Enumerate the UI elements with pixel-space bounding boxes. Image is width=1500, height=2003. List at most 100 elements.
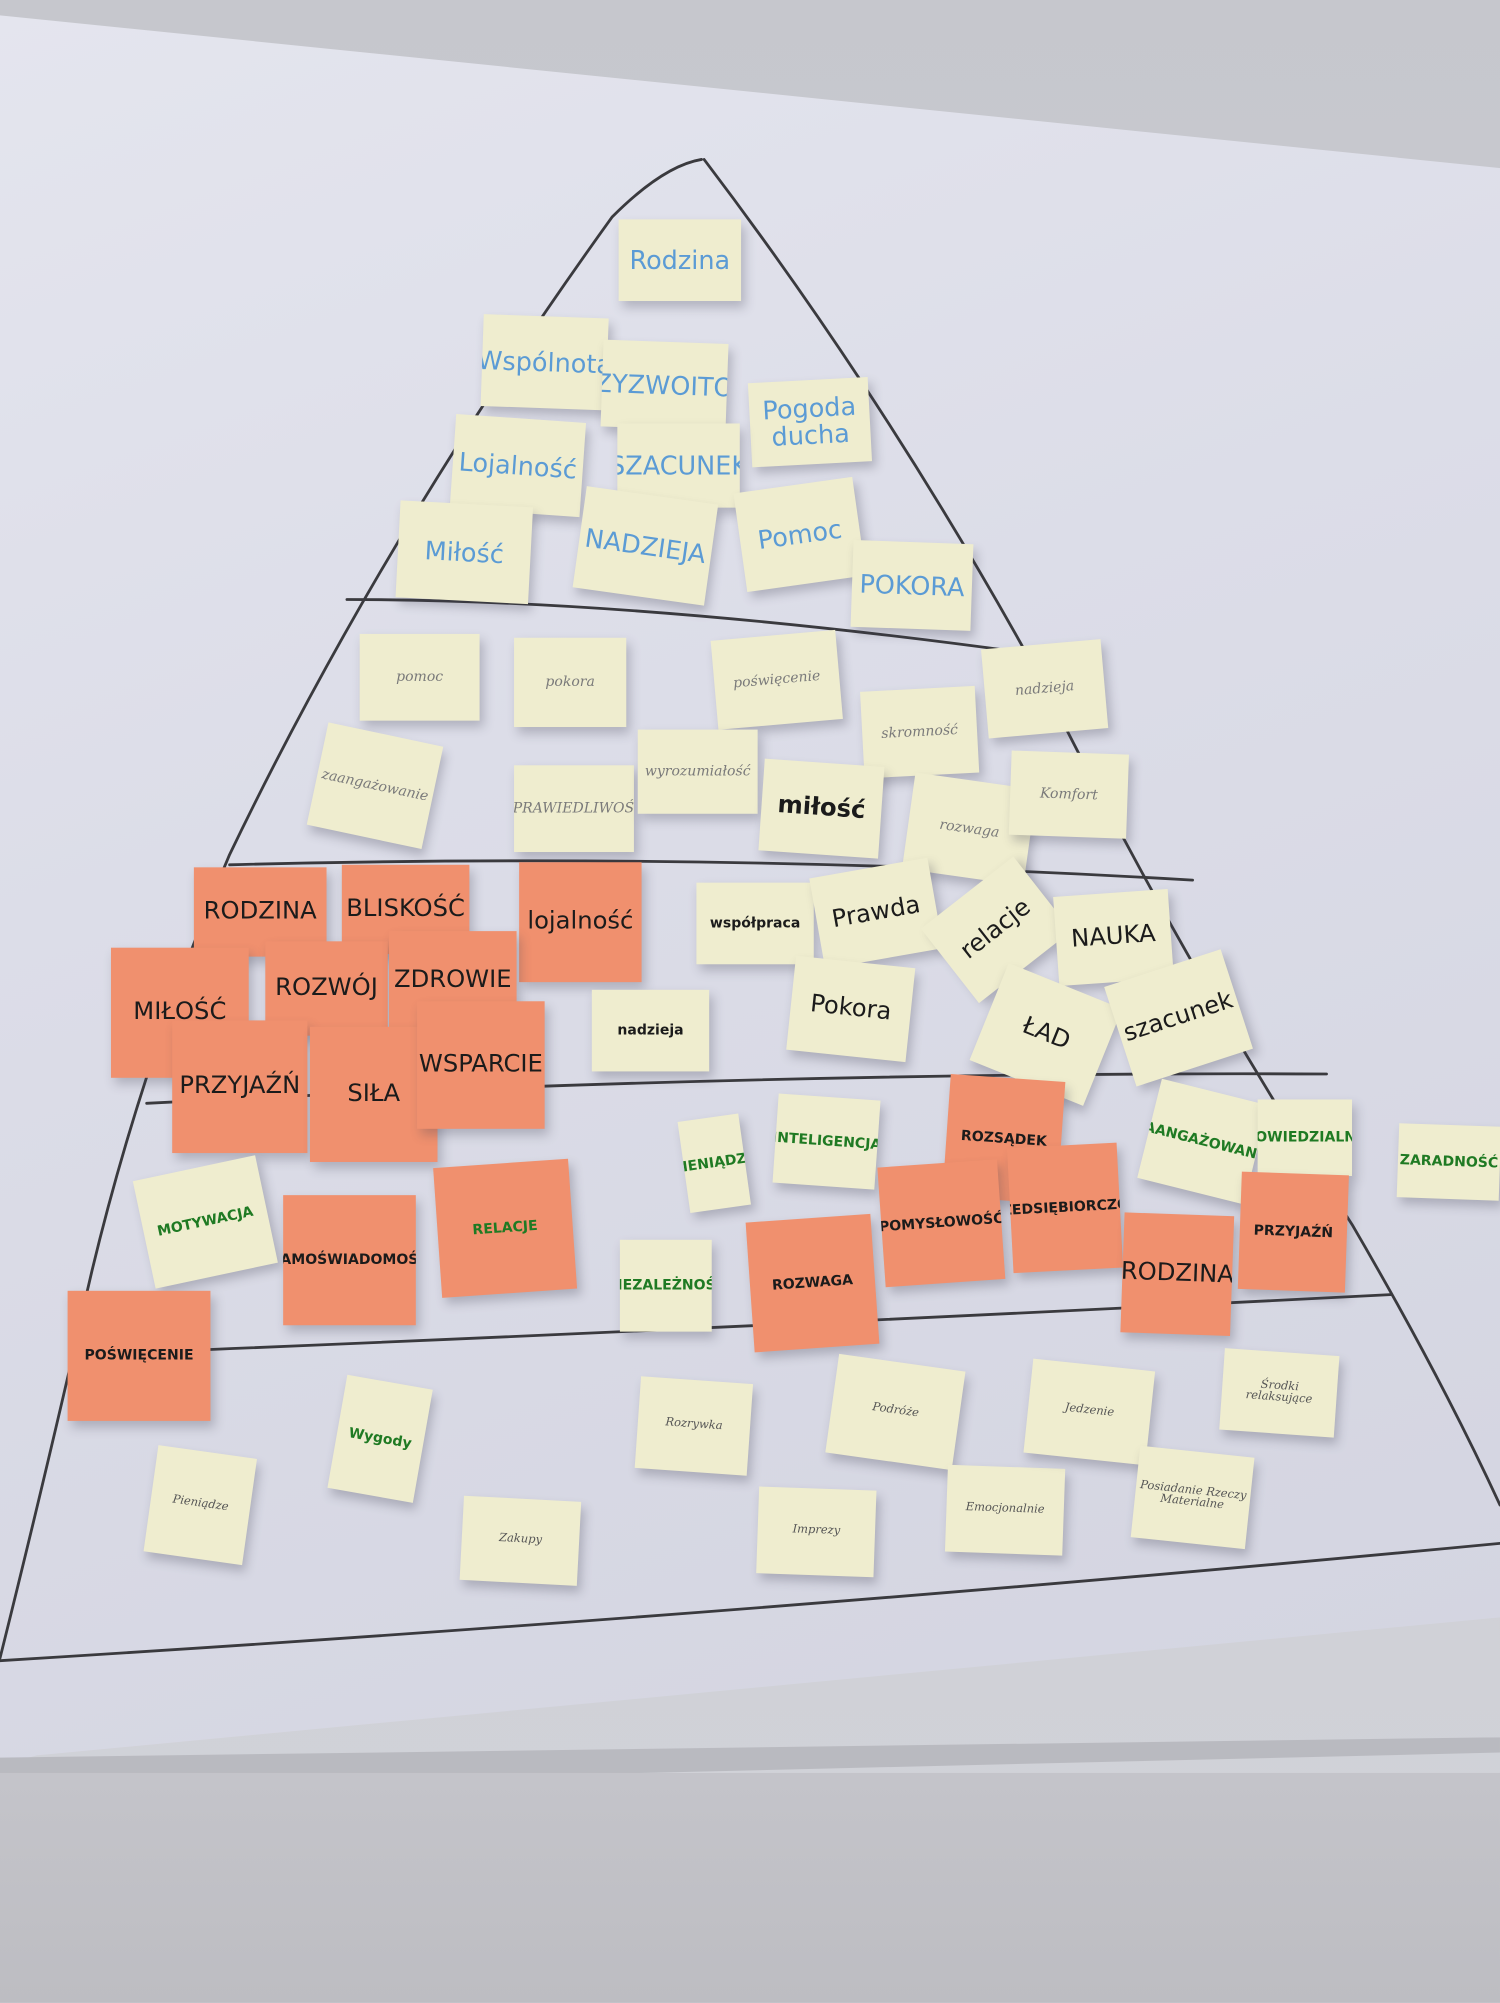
yellow-sticky-note-tier-1: Miłość [395, 500, 534, 605]
tier-line-1 [345, 598, 1029, 655]
orange-sticky-note-tier-4: SAMOŚWIADOMOŚĆ [283, 1195, 416, 1326]
sticky-note-text: skromność [880, 721, 959, 743]
pyramid-left-edge [0, 158, 703, 1660]
yellow-sticky-note-tier-3: nadzieja [591, 989, 710, 1072]
yellow-sticky-note-tier-1: POKORA [850, 540, 974, 631]
orange-sticky-note-tier-3: ROZWÓJ [265, 941, 388, 1036]
sticky-note-text: współpraca [709, 914, 801, 932]
sticky-note-text: Pogoda ducha [761, 390, 857, 453]
sticky-note-text: Rodzina [629, 244, 731, 275]
yellow-sticky-note-tier-2: Komfort [1008, 750, 1129, 839]
yellow-sticky-note-tier-5: Podróże [825, 1353, 966, 1471]
tier-line-2 [228, 859, 1194, 882]
sticky-note-text: Środki relaksujące [1245, 1378, 1313, 1407]
sticky-note-text: POKORA [858, 567, 966, 602]
sticky-note-text: SIŁA [347, 1079, 401, 1108]
yellow-sticky-note-tier-3: współpraca [696, 882, 814, 965]
orange-sticky-note-tier-4: POŚWIĘCENIE [67, 1290, 211, 1421]
sticky-note-text: ZDROWIE [393, 965, 512, 994]
yellow-sticky-note-tier-1: Pomoc [733, 476, 867, 593]
sticky-note-text: NADZIEJA [583, 521, 708, 569]
sticky-note-text: miłość [776, 790, 867, 825]
yellow-sticky-note-tier-1: PRZYZWOITOŚĆ [600, 339, 729, 431]
sticky-note-text: zaangażowanie [320, 765, 430, 805]
wall-below [0, 1772, 1500, 2003]
sticky-note-text: NIEZALEŻNOŚĆ [620, 1277, 712, 1294]
sticky-note-text: Lojalność [457, 445, 578, 485]
yellow-sticky-note-tier-2: miłość [758, 758, 885, 859]
yellow-sticky-note-tier-1: Lojalność [449, 413, 587, 518]
yellow-sticky-note-tier-5: Zakupy [459, 1495, 582, 1586]
yellow-sticky-note-tier-5: Jedzenie [1023, 1358, 1156, 1466]
sticky-note-text: RELACJE [471, 1217, 539, 1239]
sticky-note-text: SPRAWIEDLIWOŚĆ [514, 800, 634, 817]
yellow-sticky-note-tier-2: SPRAWIEDLIWOŚĆ [514, 765, 634, 853]
yellow-sticky-note-tier-4: ZARADNOŚĆ [1396, 1123, 1500, 1201]
sticky-note-text: pomoc [396, 668, 444, 686]
sticky-note-text: nadzieja [617, 1021, 684, 1039]
yellow-sticky-note-tier-2: wyrozumiałość [637, 729, 758, 814]
sticky-note-text: Rozrywka [664, 1416, 723, 1434]
sticky-note-text: PIENIĄDZE [677, 1148, 751, 1177]
sticky-note-text: relacje [954, 892, 1036, 965]
yellow-sticky-note-tier-4: PIENIĄDZE [677, 1113, 751, 1213]
yellow-sticky-note-tier-1: Pogoda ducha [747, 377, 873, 468]
yellow-sticky-note-tier-1: NADZIEJA [572, 486, 719, 606]
yellow-sticky-note-tier-4: INTELIGENCJA [772, 1093, 881, 1190]
sticky-note-text: PRZYJAŹŃ [179, 1071, 301, 1100]
sticky-note-text: Wspólnota [480, 343, 609, 380]
sticky-note-text: Pieniądze [171, 1493, 230, 1515]
sticky-note-text: ŁAD [1018, 1011, 1075, 1056]
sticky-note-text: WSPARCIE [418, 1049, 543, 1078]
sticky-note-text: szacunek [1120, 985, 1237, 1048]
sticky-note-text: Prawda [829, 890, 923, 934]
sticky-note-text: Miłość [423, 534, 505, 570]
sticky-note-text: NAUKA [1070, 919, 1157, 954]
sticky-note-text: POMYSŁOWOŚĆ [878, 1210, 1005, 1236]
sticky-note-text: PRZYZWOITOŚĆ [600, 365, 729, 404]
sticky-note-text: Pomoc [755, 512, 844, 555]
sticky-note-text: BLISKOŚĆ [346, 894, 465, 923]
yellow-sticky-note-tier-2: skromność [860, 685, 980, 779]
sticky-note-text: Wygody [347, 1424, 413, 1453]
sticky-note-text: RODZINA [1120, 1256, 1235, 1289]
orange-sticky-note-tier-4: ROZWAGA [745, 1213, 880, 1353]
yellow-sticky-note-tier-5: Emocjonalnie [944, 1464, 1066, 1556]
sticky-note-text: MOTYWACJA [155, 1203, 255, 1240]
orange-sticky-note-tier-4: POMYSŁOWOŚĆ [877, 1159, 1006, 1288]
sticky-note-text: RODZINA [203, 896, 317, 925]
pyramid-base-line [0, 1541, 1500, 1663]
yellow-sticky-note-tier-5: Rozrywka [634, 1376, 754, 1476]
orange-sticky-note-tier-4: RELACJE [433, 1158, 578, 1298]
sticky-note-text: Pokora [808, 989, 893, 1026]
orange-sticky-note-tier-4: PRZEDSIĘBIORCZOŚĆ [1007, 1142, 1124, 1274]
sticky-note-text: SAMOŚWIADOMOŚĆ [283, 1251, 416, 1269]
orange-sticky-note-tier-4: RODZINA [1120, 1212, 1235, 1337]
sticky-note-text: Komfort [1039, 784, 1099, 804]
sticky-note-text: Zakupy [498, 1532, 543, 1548]
sticky-note-text: rozwaga [938, 816, 1001, 842]
sticky-note-text: nadzieja [1014, 677, 1075, 700]
orange-sticky-note-tier-3: lojalność [519, 862, 642, 983]
sticky-note-text: ROZWAGA [771, 1271, 854, 1294]
yellow-sticky-note-tier-5: Pieniądze [143, 1445, 257, 1566]
yellow-sticky-note-tier-5: Środki relaksujące [1219, 1348, 1340, 1438]
sticky-note-text: Imprezy [792, 1523, 841, 1539]
yellow-sticky-note-tier-2: nadzieja [981, 639, 1109, 739]
sticky-note-text: PRZEDSIĘBIORCZOŚĆ [1007, 1194, 1124, 1221]
sticky-note-text: ODPOWIEDZIALNOŚĆ [1258, 1129, 1352, 1146]
sticky-note-text: wyrozumiałość [644, 763, 751, 780]
sticky-note-text: SZACUNEK [617, 449, 739, 481]
sticky-note-text: ZAANGAŻOWANIE [1137, 1116, 1269, 1167]
yellow-sticky-note-tier-5: Posiadanie Rzeczy Materialne [1130, 1445, 1255, 1550]
orange-sticky-note-tier-4: PRZYJAŹŃ [1237, 1171, 1349, 1293]
yellow-sticky-note-tier-4: ODPOWIEDZIALNOŚĆ [1257, 1099, 1353, 1177]
sticky-note-text: lojalność [527, 906, 634, 935]
sticky-note-text: ROZWÓJ [275, 973, 378, 1002]
sticky-note-text: Posiadanie Rzeczy Materialne [1139, 1478, 1248, 1513]
orange-sticky-note-tier-3: PRZYJAŹŃ [172, 1020, 308, 1154]
yellow-sticky-note-tier-5: Imprezy [756, 1486, 877, 1578]
sticky-note-text: MIŁOŚĆ [133, 997, 227, 1026]
yellow-sticky-note-tier-2: pokora [514, 637, 627, 728]
